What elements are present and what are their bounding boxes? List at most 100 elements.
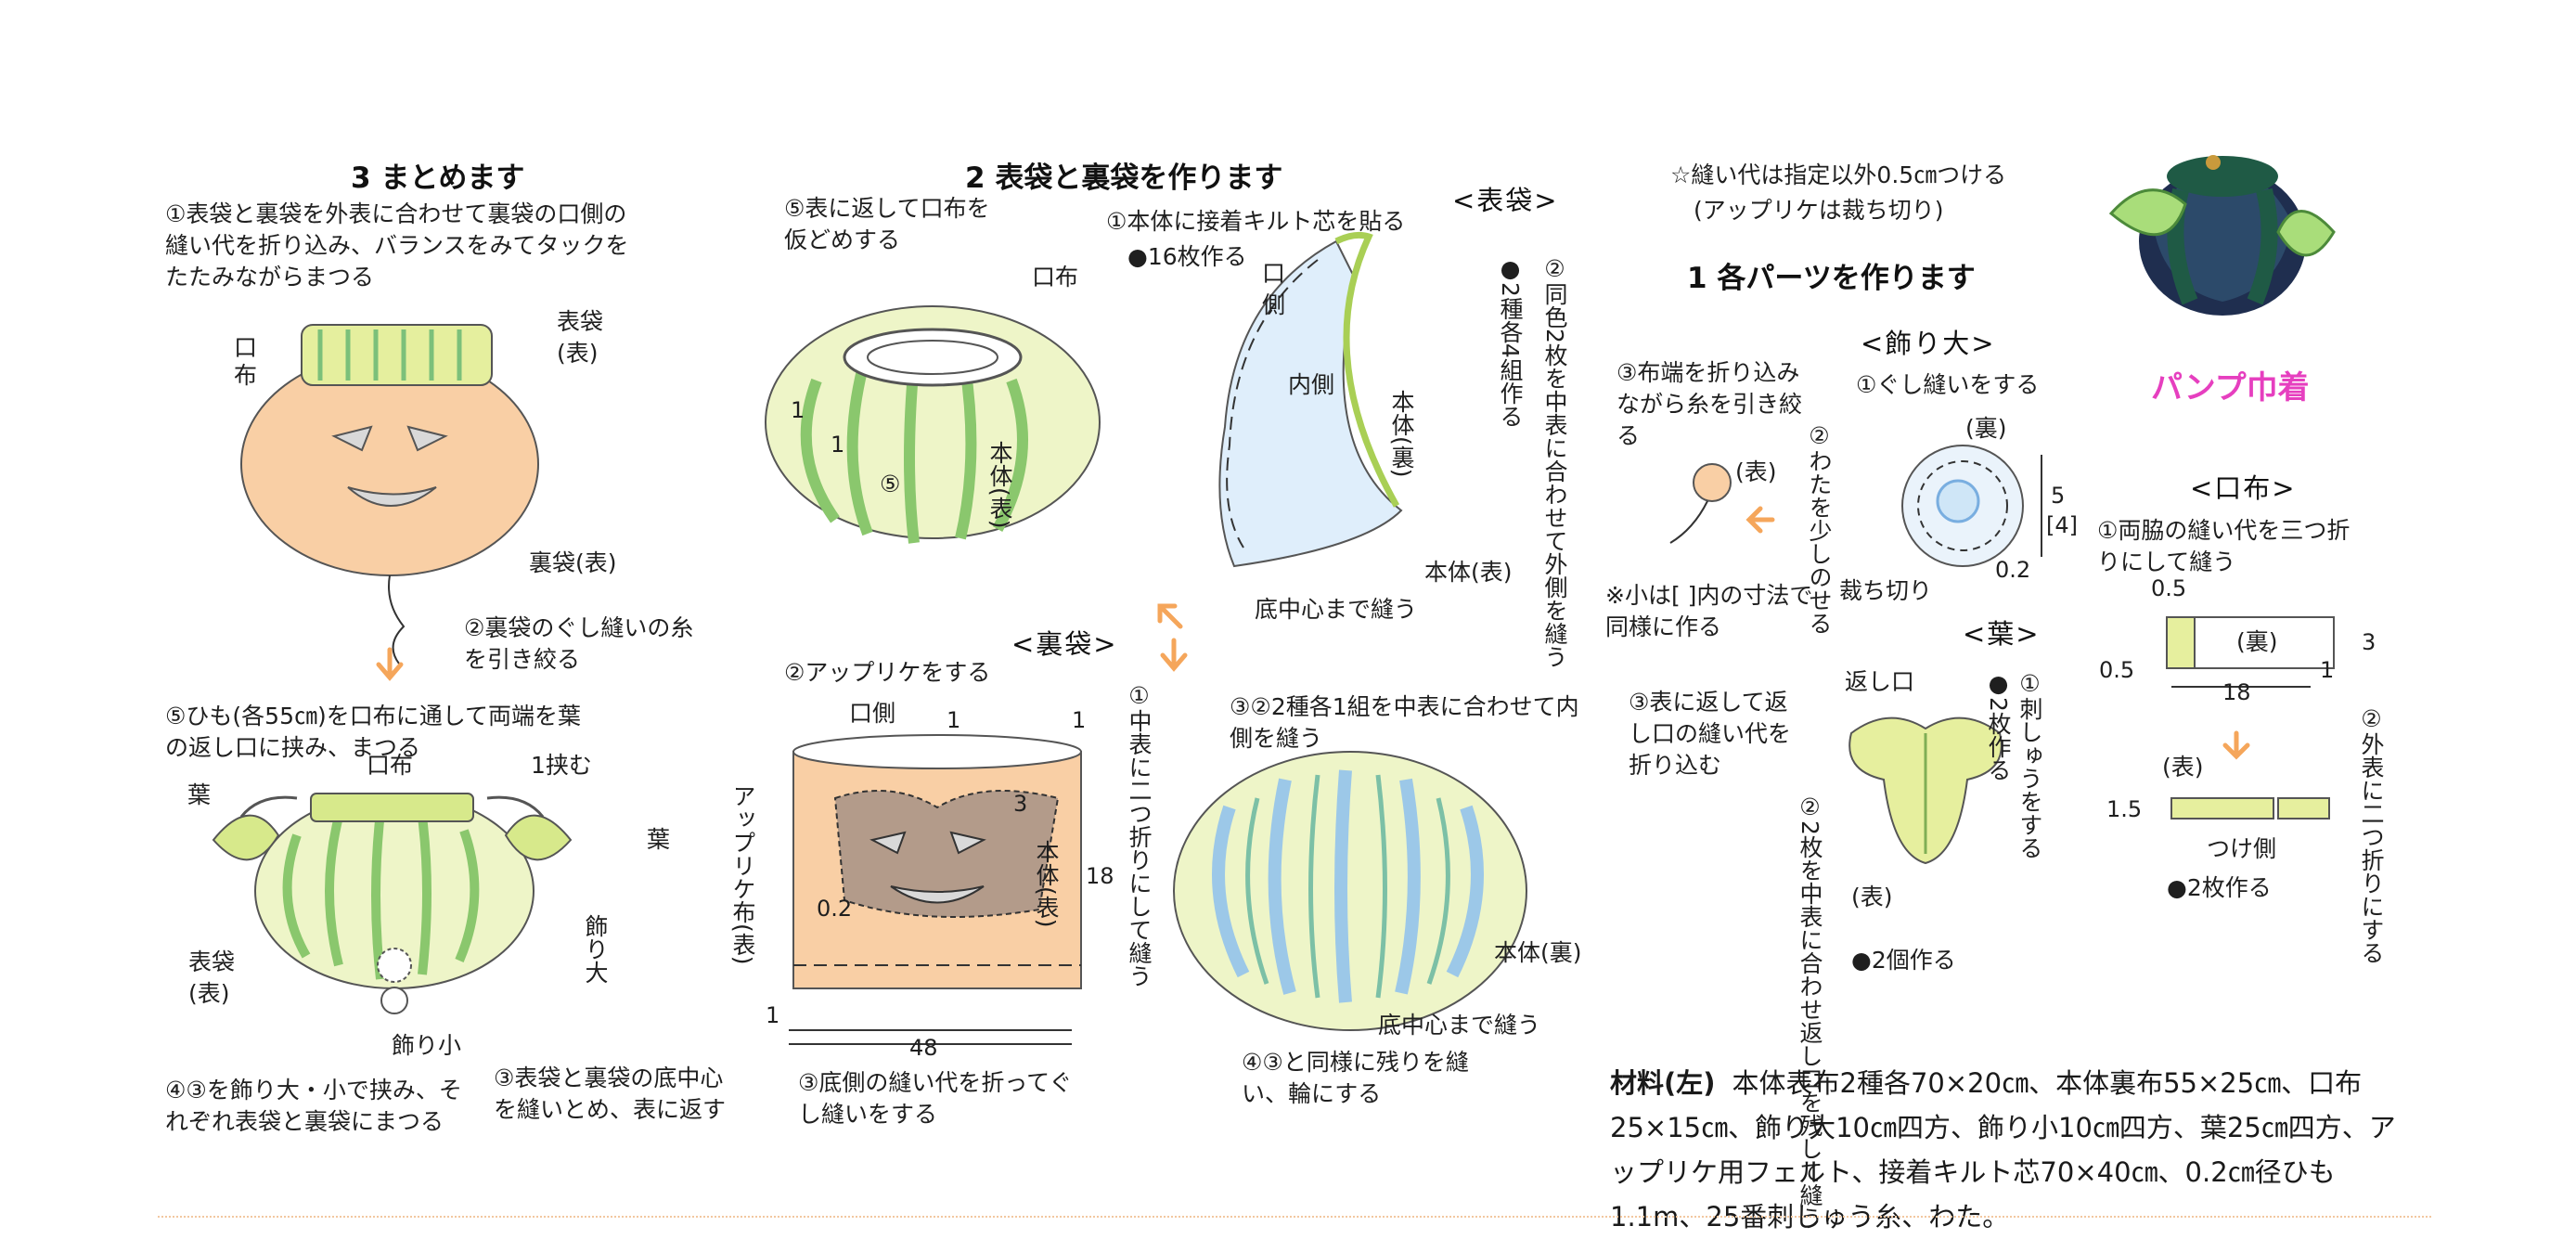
s1-note-small: ※小は[ ]内の寸法で同様に作る — [1605, 582, 1813, 640]
s2-kuchigawa-label: 口側 — [1262, 260, 1286, 318]
s1-omote2-label: (表) — [1851, 884, 1893, 910]
section1-title: 1 各パーツを作ります — [1687, 262, 1976, 295]
kuchinuno-count: ●2枚作る — [2167, 874, 2272, 901]
s3-kazari-dai-label: 飾り大 — [582, 914, 609, 984]
bottom-dotted-divider — [158, 1216, 2431, 1218]
s2-num-1e: 1 — [766, 1002, 780, 1028]
s2-kuchigawa2-label: 口側 — [849, 700, 896, 727]
product-photo — [2108, 155, 2336, 316]
s2-applique-nuno-label: アップリケ布(表) — [729, 784, 756, 965]
s2-hontai-omote-label: 本体(表) — [986, 441, 1013, 529]
s2-num-1a: 1 — [791, 397, 805, 423]
s2-omote-bukuro-label: <表袋> — [1452, 185, 1559, 216]
s2-circle5: ⑤ — [880, 471, 901, 497]
mouth-cloth-illustration — [2166, 616, 2335, 820]
s2-kuchinuno-label: 口布 — [1032, 264, 1079, 290]
s1-gushi: ①ぐし縫いをする — [1856, 371, 2040, 398]
product-name: パンプ巾着 — [2151, 369, 2310, 407]
s1-wata: ②わたを少しのせる — [1806, 422, 1833, 635]
s2-step3-2: ③②2種各1組を中表に合わせて内側を縫う — [1230, 693, 1579, 752]
s2-sets-vertical: ●2種各4組作る — [1497, 255, 1524, 428]
decoration-large-illustration — [1901, 445, 2042, 567]
section3-title: 3 まとめます — [351, 161, 525, 195]
s3-step2: ②裏袋のぐし縫いの糸を引き絞る — [464, 614, 694, 673]
s1-note2: (アップリケは裁ち切り) — [1694, 197, 1944, 224]
s3-leaf-right-label: 葉 — [647, 826, 671, 853]
s2-num-1c: 1 — [947, 707, 961, 733]
s2-count16: ●16枚作る — [1127, 243, 1247, 270]
s3-kuchinuno-label: 口布 — [234, 334, 258, 389]
kuchinuno-tsuke-label: つけ側 — [2207, 835, 2277, 862]
s2-hontai-ura-label: 本体(裏) — [1388, 390, 1415, 478]
s3-step4: ④③を飾り大・小で挟み、それぞれ表袋と裏袋にまつる — [165, 1077, 462, 1135]
s1-shishu-vertical: ①刺しゅうをする — [2016, 670, 2043, 859]
s3-omote-bukuro2-label: 表袋(表) — [188, 949, 236, 1007]
s3-omote-bukuro-label: 表袋(表) — [557, 308, 604, 367]
s2-num-18: 18 — [1086, 863, 1114, 889]
s2-num-1d: 1 — [1072, 707, 1087, 733]
s1-note1: ☆縫い代は指定以外0.5㎝つける — [1670, 161, 2007, 188]
kuchinuno-num-18: 18 — [2222, 679, 2251, 705]
s1-ha-label: <葉> — [1963, 618, 2041, 650]
materials-block: 材料(左)本体表布2種各70×20㎝、本体裏布55×25㎝、口布25×15㎝、飾… — [1610, 1061, 2408, 1239]
s1-num-5: 5 — [2051, 483, 2066, 509]
s1-tachikiri: 裁ち切り — [1839, 577, 1933, 604]
s1-omote-label: (表) — [1735, 458, 1777, 485]
s2-num-3: 3 — [1013, 791, 1028, 817]
materials-text: 本体表布2種各70×20㎝、本体裏布55×25㎝、口布25×15㎝、飾り大10㎝… — [1610, 1067, 2396, 1233]
leaf-illustration — [1848, 716, 2003, 865]
kuchinuno-omote-label: (表) — [2162, 754, 2204, 781]
s2-soko-label: 底中心まで縫う — [1255, 596, 1418, 623]
s2-applique-step: ②アップリケをする — [784, 659, 991, 686]
s2-num-1b: 1 — [831, 432, 845, 458]
s2-step4-3: ④③と同様に残りを縫い、輪にする — [1242, 1049, 1469, 1107]
s2-hontai-omote2-label: 本体(表) — [1424, 559, 1513, 586]
s3-step5: ⑤ひも(各55㎝)を口布に通して両端を葉の返し口に挟み、まつる — [165, 703, 581, 761]
kuchinuno-num-0-5a: 0.5 — [2151, 575, 2187, 601]
s1-count2-vertical: ●2枚作る — [1985, 670, 2012, 781]
jack-pumpkin-illustration — [240, 324, 539, 665]
s3-hasamu-label: 1挟む — [531, 752, 592, 779]
s1-step3: ③布端を折り込みながら糸を引き絞る — [1616, 359, 1803, 449]
finished-pumpkin-illustration — [212, 793, 573, 1014]
gathered-decoration-illustration — [1669, 463, 1732, 544]
s3-leaf-left-label: 葉 — [187, 781, 212, 808]
kuchinuno-num-1-5: 1.5 — [2106, 796, 2143, 822]
section2-title: 2 表袋と裏袋を作ります — [965, 161, 1283, 195]
s2-num-48: 48 — [909, 1035, 938, 1061]
s1-count2b: ●2個作る — [1851, 947, 1956, 974]
s2-num-0-2: 0.2 — [817, 896, 853, 922]
kuchinuno-step1: ①両脇の縫い代を三つ折りにして縫う — [2097, 517, 2351, 575]
s2-step5: ⑤表に返して口布を仮どめする — [784, 195, 990, 253]
s2-soko2-label: 底中心まで縫う — [1378, 1012, 1541, 1039]
flow-arrows — [376, 506, 2250, 760]
s1-num-4: [4] — [2046, 512, 2078, 538]
s3-kazari-sho-label: 飾り小 — [392, 1032, 462, 1059]
kuchinuno-num-1: 1 — [2320, 657, 2335, 683]
s2-uchigawa-label: 内側 — [1288, 371, 1335, 398]
assembled-body-illustration — [1173, 751, 1527, 1031]
s2-step2-vertical: ②同色2枚を中表に合わせて外側を縫う — [1541, 255, 1568, 668]
s2-hontai-omote3-label: 本体(表) — [1033, 840, 1060, 928]
kuchinuno-num-3: 3 — [2362, 629, 2376, 655]
s2-step3b: ③底側の縫い代を折ってぐし縫いをする — [798, 1069, 1073, 1128]
s3-ura-bukuro-label: 裏袋(表) — [529, 549, 617, 576]
s3-kuchinuno2-label: 口布 — [367, 752, 414, 779]
s3-step3: ③表袋と裏袋の底中心を縫いとめ、表に返す — [494, 1065, 727, 1123]
s2-step1: ①本体に接着キルト芯を貼る — [1106, 208, 1406, 235]
kuchinuno-ura-label: (裏) — [2236, 628, 2278, 655]
s1-step3-ha: ③表に返して返し口の縫い代を折り込む — [1629, 689, 1792, 779]
s3-step1: ①表袋と裏袋を外表に合わせて裏袋の口側の縫い代を折り込み、バランスをみてタックを… — [165, 200, 629, 290]
kuchinuno-step2-vertical: ②外表に二つ折りにする — [2358, 705, 2385, 964]
s1-step2-ha-vertical: ②2枚を中表に合わせ返し口を残して縫う — [1797, 794, 1823, 1230]
s1-kazari-dai-label: <飾り大> — [1861, 328, 1996, 359]
kuchinuno-section-label: <口布> — [2190, 472, 2297, 504]
kuchinuno-num-0-5b: 0.5 — [2099, 657, 2135, 683]
body-piece-illustration — [1218, 231, 1403, 568]
s1-num-0-2: 0.2 — [1995, 557, 2031, 583]
s1-kaeshi-label: 返し口 — [1845, 668, 1915, 695]
s2-fold-vertical: ①中表に二つ折りにして縫う — [1126, 682, 1153, 987]
inner-bag-illustration — [789, 734, 1082, 1045]
s1-ura-label: (裏) — [1965, 415, 2007, 442]
